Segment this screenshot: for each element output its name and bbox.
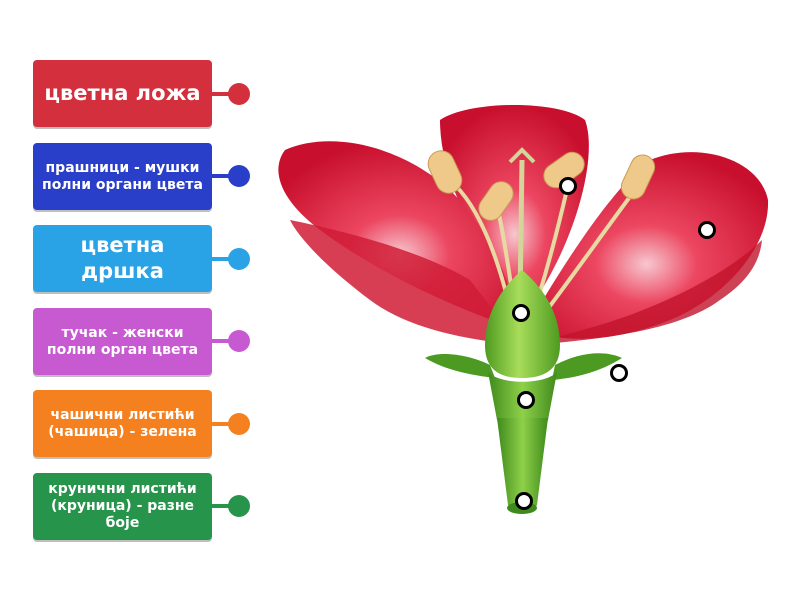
petal-right-lower bbox=[530, 240, 762, 345]
target-pin-sepal[interactable] bbox=[610, 364, 628, 382]
connector-knob[interactable] bbox=[228, 413, 250, 435]
anther-4 bbox=[620, 154, 656, 200]
target-pin-receptacle[interactable] bbox=[517, 391, 535, 409]
label-pistil[interactable]: тучак - женски полни орган цвета bbox=[33, 308, 212, 375]
connector-knob[interactable] bbox=[228, 330, 250, 352]
anther-2 bbox=[478, 181, 514, 221]
connector-knob[interactable] bbox=[228, 83, 250, 105]
connector-line bbox=[212, 504, 238, 508]
petal-back bbox=[440, 105, 589, 320]
label-petals[interactable]: крунични листићи (круница) - разне боје bbox=[33, 473, 212, 540]
target-pin-anther[interactable] bbox=[559, 177, 577, 195]
connector-knob[interactable] bbox=[228, 165, 250, 187]
ovary bbox=[485, 270, 560, 378]
target-pin-petal[interactable] bbox=[698, 221, 716, 239]
label-flower-stalk[interactable]: цветна дршка bbox=[33, 225, 212, 292]
label-stamens[interactable]: прашници - мушки полни органи цвета bbox=[33, 143, 212, 210]
connector-knob[interactable] bbox=[228, 248, 250, 270]
stem bbox=[497, 418, 548, 513]
connector-line bbox=[212, 257, 238, 261]
connector-line bbox=[212, 174, 238, 178]
connector-line bbox=[212, 422, 238, 426]
label-sepals[interactable]: чашични листићи (чашица) - зелена bbox=[33, 390, 212, 457]
sepal-right bbox=[552, 353, 622, 380]
petal-left-lower bbox=[290, 220, 520, 345]
stigma bbox=[508, 147, 536, 164]
connector-knob[interactable] bbox=[228, 495, 250, 517]
sepal-left bbox=[425, 354, 495, 378]
connector-line bbox=[212, 92, 238, 96]
label-flower-receptacle[interactable]: цветна ложа bbox=[33, 60, 212, 127]
target-pin-stem[interactable] bbox=[515, 492, 533, 510]
target-pin-ovary[interactable] bbox=[512, 304, 530, 322]
connector-line bbox=[212, 339, 238, 343]
anther-1 bbox=[427, 150, 463, 194]
